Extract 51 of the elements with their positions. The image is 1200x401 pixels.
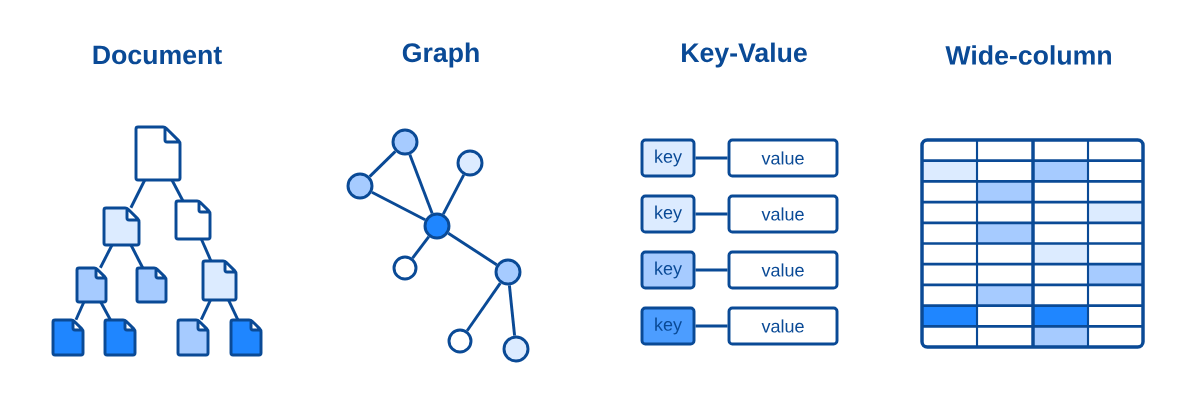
value-box: value — [727, 194, 839, 234]
connector-line — [199, 299, 212, 321]
connector-line — [99, 301, 112, 321]
panel-title: Wide-column — [945, 45, 1111, 65]
graph-node — [346, 172, 374, 200]
key-box: key — [640, 138, 696, 178]
connector-line — [371, 190, 426, 222]
connector-line — [507, 285, 517, 336]
graph-node — [392, 255, 418, 281]
graph-node — [502, 335, 530, 363]
document-icon — [51, 318, 85, 357]
document-icon — [75, 266, 108, 304]
connector-line — [99, 244, 114, 269]
document-icon — [176, 318, 210, 357]
connector-line — [74, 301, 86, 321]
connector-line — [170, 179, 185, 202]
value-box: value — [727, 250, 839, 290]
graph-node — [391, 128, 419, 156]
document-icon — [103, 318, 137, 357]
document-icon — [229, 318, 263, 357]
connector-line — [441, 174, 466, 215]
connector-line — [447, 232, 498, 266]
panel-title: Key-Value — [682, 42, 807, 68]
connector-line — [695, 212, 728, 216]
value-box: value — [727, 306, 839, 346]
connector-line — [411, 235, 430, 259]
value-box: value — [727, 138, 839, 178]
graph-node — [423, 212, 451, 240]
graph-node — [456, 149, 484, 177]
graph-node — [494, 258, 522, 286]
connector-line — [408, 154, 434, 214]
connector-line — [227, 299, 240, 321]
connector-line — [200, 238, 213, 262]
document-icon — [102, 206, 141, 247]
connector-line — [695, 268, 728, 272]
graph-node — [447, 328, 473, 354]
connector-line — [368, 150, 397, 178]
connector-line — [695, 324, 728, 328]
connector-line — [129, 244, 144, 269]
connector-line — [129, 179, 146, 209]
panel-title: Graph — [402, 42, 479, 68]
document-icon — [135, 266, 168, 304]
connector-line — [695, 156, 728, 160]
key-box: key — [640, 306, 696, 346]
document-icon — [174, 199, 212, 241]
connector-line — [465, 282, 502, 332]
document-icon — [201, 259, 238, 302]
document-icon — [134, 125, 182, 182]
key-box: key — [640, 194, 696, 234]
key-box: key — [640, 250, 696, 290]
panel-title: Document — [93, 45, 222, 65]
